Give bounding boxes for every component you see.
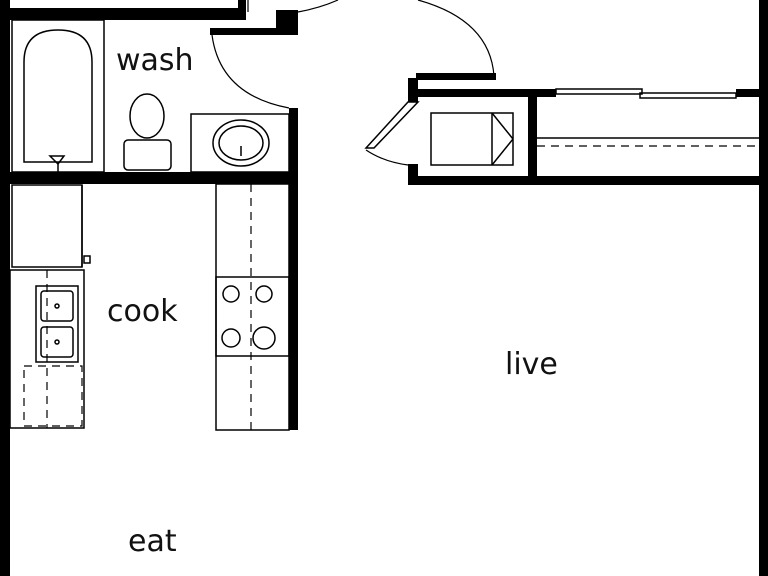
- closet: [364, 88, 759, 166]
- entry-door: [247, 0, 495, 77]
- wall-left-outer: [0, 0, 10, 576]
- room-label-live: live: [505, 347, 558, 382]
- wall-closet-bottom-left: [408, 164, 418, 184]
- room-label-cook: cook: [107, 294, 178, 329]
- vanity-counter: [190, 113, 290, 173]
- wall-kitchen-right: [289, 184, 298, 430]
- wall-closet-divider: [528, 89, 537, 185]
- dishwasher: [23, 365, 83, 427]
- closet-slider-1: [555, 88, 643, 95]
- toilet-bowl: [129, 93, 165, 139]
- wall-bath-top: [0, 8, 245, 20]
- wall-right-outer: [759, 0, 768, 576]
- closet-slider-2: [639, 92, 737, 99]
- closet-door-swing: [365, 149, 409, 166]
- kitchen-sink-drain-2: [54, 339, 60, 345]
- burner-1: [222, 285, 240, 303]
- wall-bath-top-right: [238, 0, 246, 20]
- wall-closet-top: [416, 73, 496, 80]
- fridge-handle: [83, 255, 91, 264]
- closet-unit: [430, 112, 514, 166]
- stove: [215, 276, 290, 357]
- bathtub-frame: [11, 19, 105, 173]
- kitchen-sink-right: [40, 326, 74, 358]
- bathtub-drain: [48, 155, 66, 166]
- burner-3: [221, 328, 241, 348]
- kitchen-sink-left: [40, 290, 74, 322]
- closet-unit-line-3: [491, 138, 514, 166]
- sink-outer: [212, 119, 270, 167]
- wall-bath-right-upper-v: [289, 10, 298, 35]
- kitchen-sink-drain-1: [54, 303, 60, 309]
- room-labels: wash cook live eat: [107, 43, 558, 559]
- bathtub-basin: [23, 29, 93, 163]
- entry-door-swing-left: [297, 0, 339, 13]
- burner-4: [252, 326, 276, 350]
- wall-closet-shelf-top-right: [736, 89, 766, 97]
- toilet-tank: [123, 139, 172, 171]
- entry-door-swing-right: [417, 0, 495, 77]
- bath-door-swing: [211, 34, 290, 109]
- closet-unit-line-2: [491, 112, 514, 140]
- wall-closet-top-left: [408, 78, 418, 102]
- wall-closet-bottom: [408, 176, 768, 185]
- room-label-wash: wash: [116, 43, 194, 78]
- kitchen-fixtures: [9, 183, 290, 431]
- closet-door-leaf: [364, 101, 420, 149]
- sink-inner: [218, 125, 264, 161]
- wall-bath-right-lower: [289, 108, 298, 184]
- kitchen-sink-outer: [35, 285, 79, 363]
- wall-bath-kitchen: [0, 172, 298, 184]
- bathroom-fixtures: [11, 19, 290, 173]
- burner-2: [255, 285, 273, 303]
- wall-bath-right-upper: [210, 28, 298, 35]
- fridge: [11, 184, 83, 268]
- room-label-eat: eat: [128, 524, 177, 559]
- wall-closet-shelf-top: [416, 89, 556, 97]
- right-counter: [215, 183, 290, 431]
